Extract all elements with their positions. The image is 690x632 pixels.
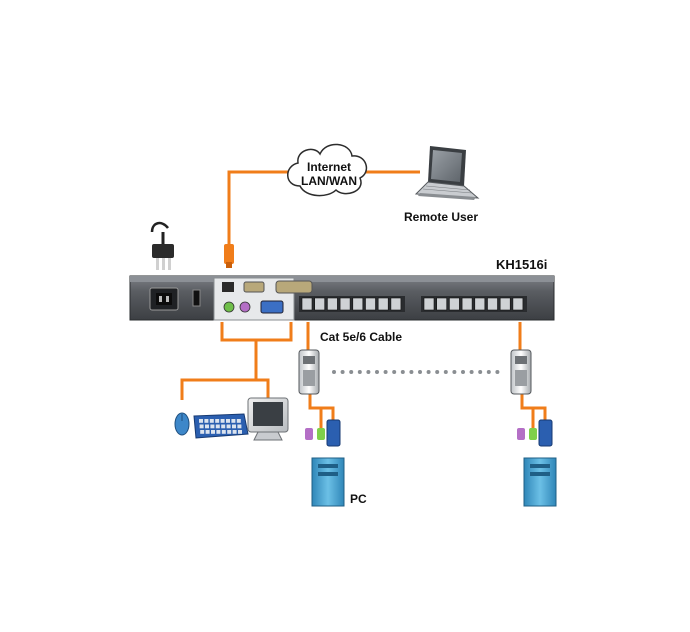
keyboard-key: [215, 419, 220, 423]
dot: [461, 370, 465, 374]
dot: [435, 370, 440, 374]
rj45-port: [499, 297, 511, 311]
keyboard-key: [226, 419, 230, 423]
dot: [495, 370, 500, 374]
dot: [357, 370, 362, 374]
dot: [340, 370, 345, 374]
keyboard-key: [232, 424, 236, 429]
power-plug-icon: [150, 221, 174, 270]
console-cable: [180, 322, 293, 400]
adapter-connectors: [517, 419, 553, 447]
dot: [452, 370, 457, 374]
mouse-icon: [174, 412, 190, 436]
keyboard-key: [199, 419, 203, 423]
rj45-port: [377, 297, 389, 311]
keyboard-key: [200, 430, 205, 434]
rj45-port: [390, 297, 402, 311]
kvm-link-1: [306, 322, 335, 430]
keyboard-key: [232, 430, 237, 434]
cloud-label: Internet LAN/WAN: [296, 160, 362, 188]
kvm-port-bank-1: [299, 296, 405, 312]
rj45-port: [365, 297, 376, 311]
dot: [426, 370, 431, 374]
dot: [443, 370, 448, 374]
rj45-port: [474, 297, 486, 311]
cloud-label-line2: LAN/WAN: [301, 174, 357, 188]
dotted-continuation: [332, 370, 500, 374]
dot: [418, 370, 422, 374]
cloud-label-line1: Internet: [306, 160, 351, 174]
lan-plug-icon: [224, 244, 234, 268]
network-cable: [227, 170, 420, 262]
kvm-link-2: [518, 322, 547, 430]
dot: [375, 370, 379, 374]
remote-user-label: Remote User: [404, 210, 479, 224]
cable-label: Cat 5e/6 Cable: [320, 330, 403, 344]
keyboard-key: [220, 419, 225, 423]
dot: [486, 370, 491, 374]
keyboard-icon: [193, 413, 249, 439]
keyboard-key: [205, 424, 209, 429]
keyboard-key: [216, 430, 221, 434]
device-model-label: KH1516i: [496, 257, 548, 272]
keyboard-key: [215, 424, 220, 429]
dot: [349, 370, 354, 374]
adapter-icon: [298, 349, 320, 395]
adapter-icon: [510, 349, 532, 395]
keyboard-key: [238, 430, 242, 434]
rj45-port: [423, 297, 435, 311]
dot: [383, 370, 388, 374]
keyboard-key: [205, 430, 210, 434]
keyboard-key: [221, 424, 226, 429]
rj45-port: [512, 297, 524, 311]
laptop-icon: [414, 146, 480, 200]
rj45-port: [301, 297, 313, 311]
keyboard-key: [236, 419, 241, 423]
dot: [332, 370, 336, 374]
kvm-port-bank-2: [421, 296, 527, 312]
pc-tower-icon: [311, 457, 345, 507]
rj45-port: [327, 297, 338, 311]
rj45-port: [314, 297, 326, 311]
dot: [392, 370, 397, 374]
pc-label: PC: [350, 492, 367, 506]
adapter-connectors: [305, 419, 341, 447]
dot: [366, 370, 371, 374]
dot: [478, 370, 483, 374]
rj45-port: [461, 297, 473, 311]
pc-tower-icon: [523, 457, 557, 507]
kvm-switch-chassis: [129, 275, 555, 321]
keyboard-key: [211, 430, 215, 434]
dot: [400, 370, 405, 374]
cloud-icon: [287, 143, 368, 197]
keyboard-key: [231, 419, 236, 423]
rj45-port: [339, 297, 351, 311]
dot: [409, 370, 414, 374]
keyboard-key: [199, 424, 204, 429]
keyboard-key: [226, 424, 231, 429]
keyboard-key: [237, 424, 242, 429]
rj45-port: [487, 297, 498, 311]
dot: [469, 370, 474, 374]
monitor-icon: [247, 397, 289, 441]
keyboard-key: [204, 419, 209, 423]
rj45-port: [352, 297, 364, 311]
keyboard-key: [221, 430, 226, 434]
keyboard-key: [227, 430, 232, 434]
rj45-port: [449, 297, 460, 311]
keyboard-key: [209, 419, 214, 423]
rj45-port: [436, 297, 448, 311]
keyboard-key: [210, 424, 215, 429]
